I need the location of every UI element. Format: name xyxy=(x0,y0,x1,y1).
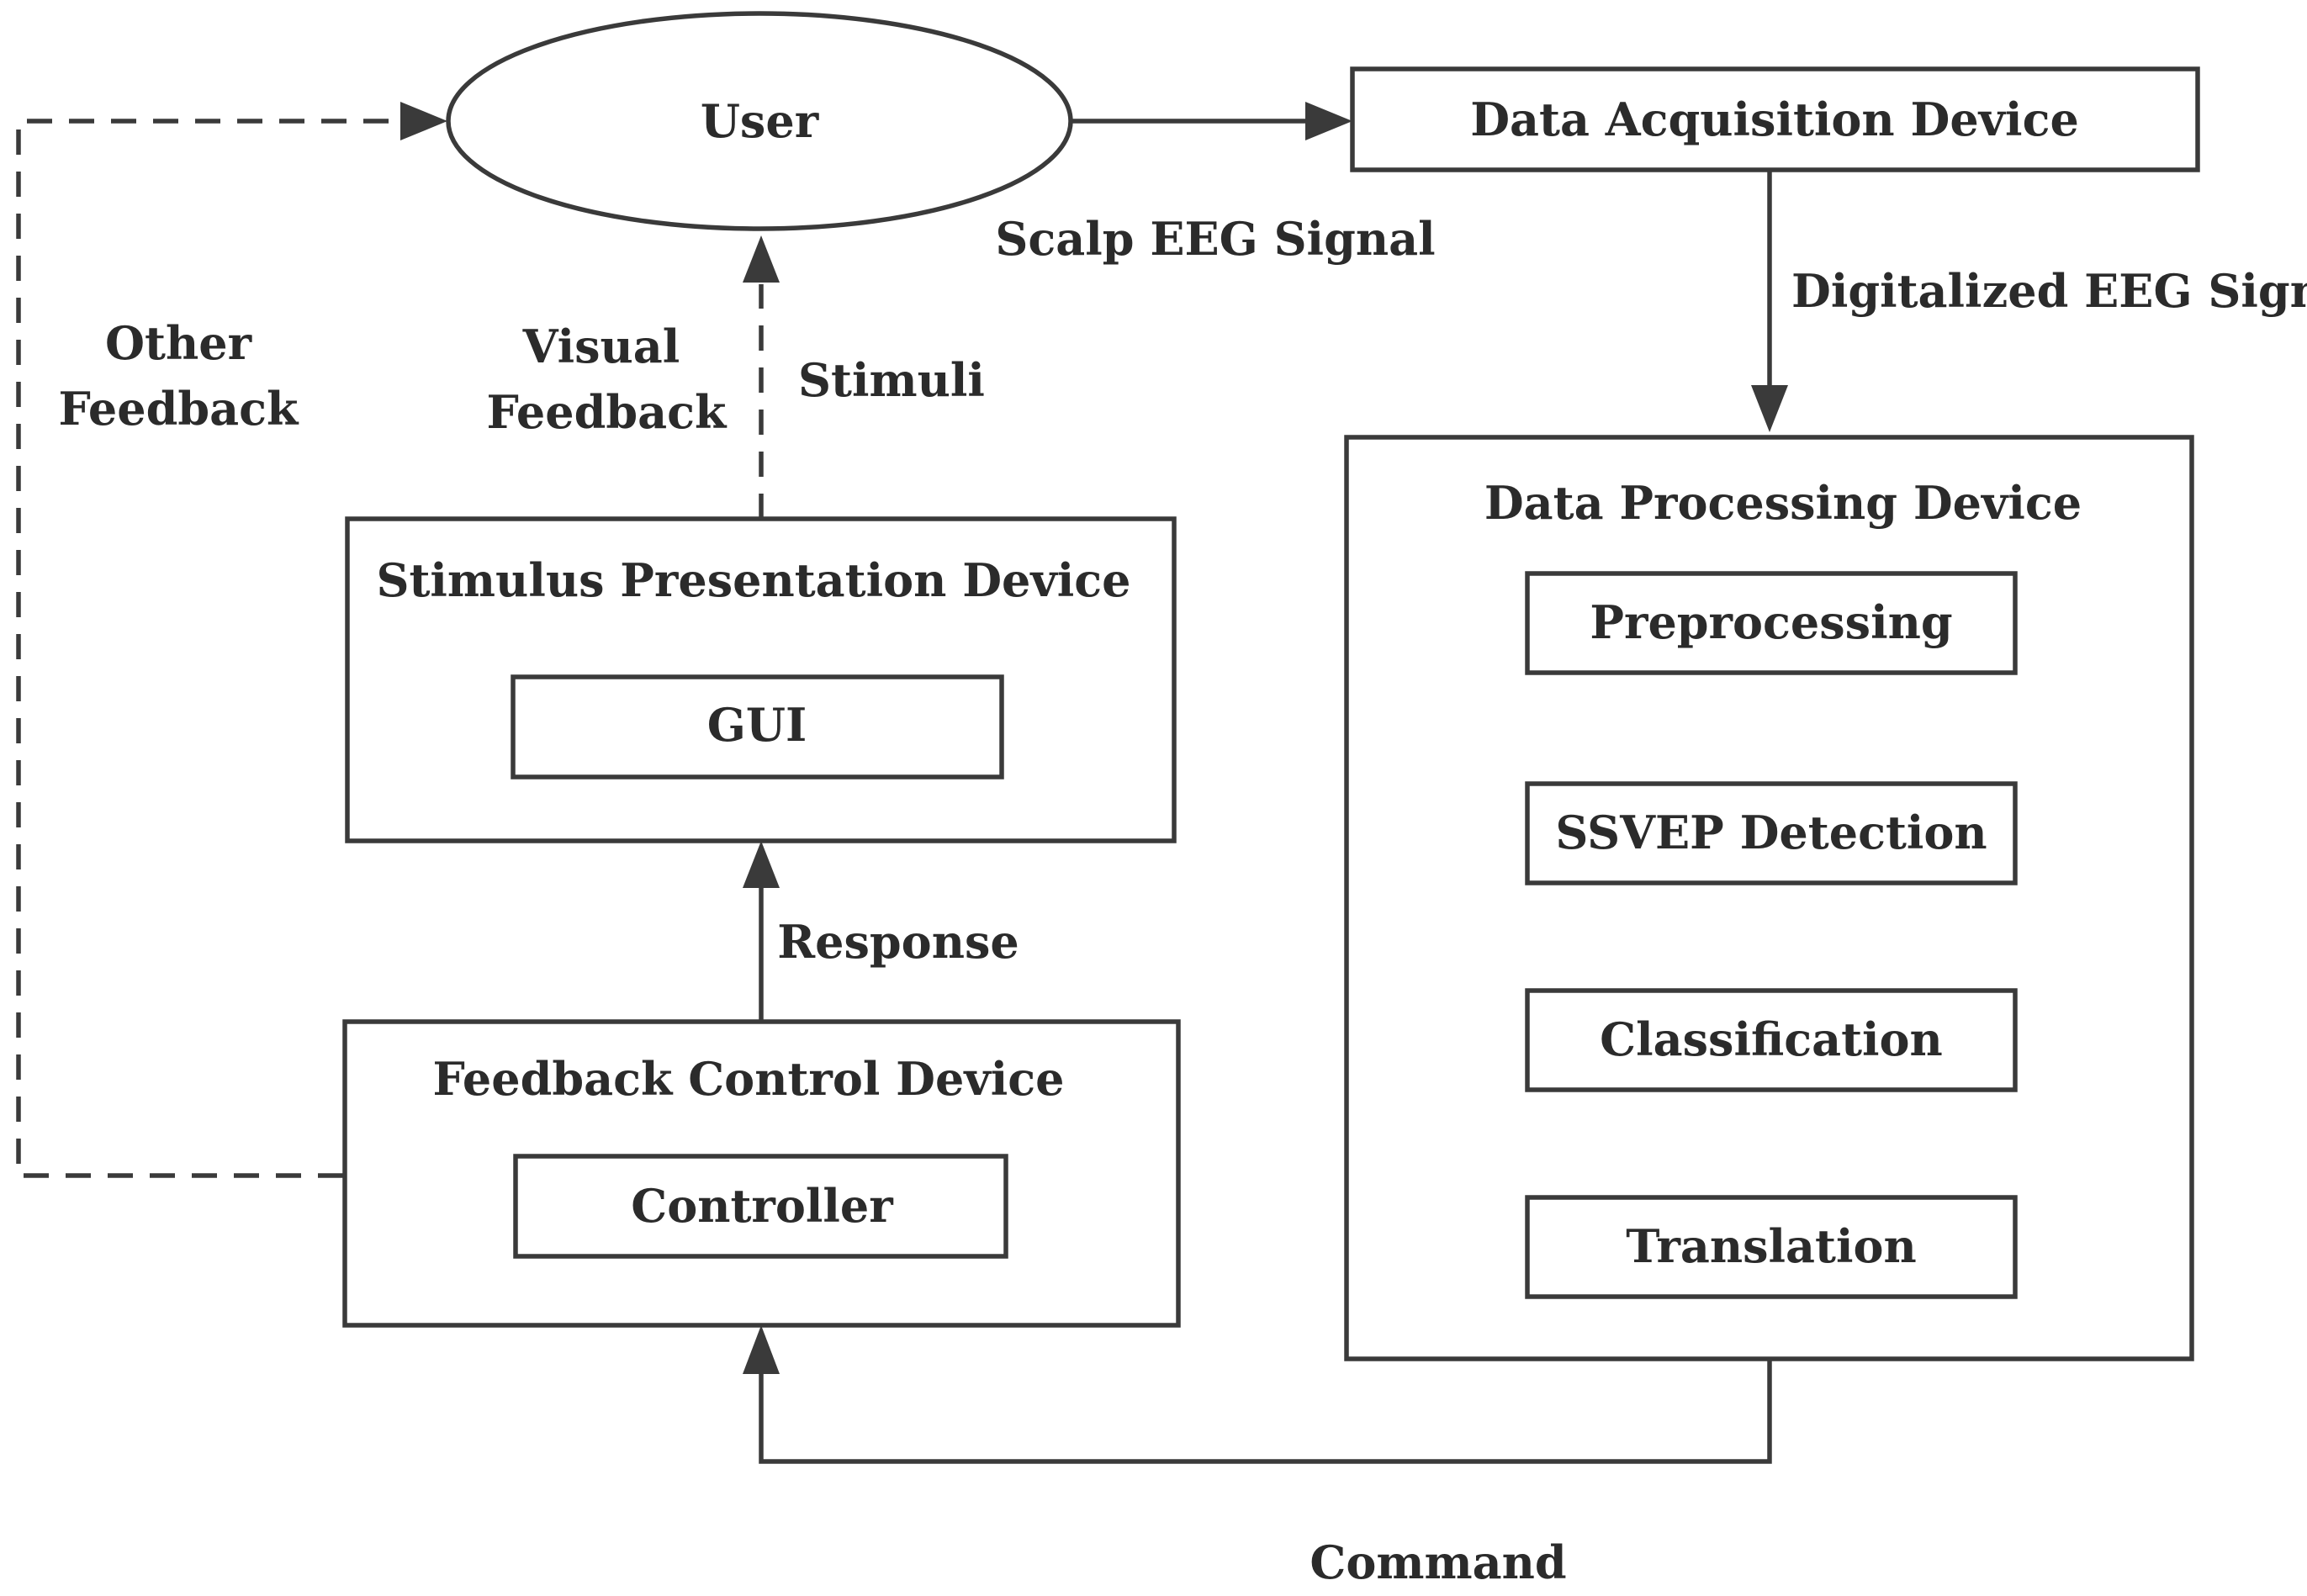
controller-box xyxy=(513,1154,1008,1259)
data-processing-device-label: Data Processing Device xyxy=(1484,476,2082,530)
translation-box xyxy=(1525,1195,2018,1299)
other-feedback-label-line1: Other xyxy=(105,316,252,370)
classification-box xyxy=(1525,988,2018,1092)
scalp-eeg-signal-label: Scalp EEG Signal xyxy=(995,212,1435,266)
stimuli-label: Stimuli xyxy=(798,353,985,407)
command-connector xyxy=(759,1359,1772,1464)
visual-feedback-label-line2: Feedback xyxy=(487,385,728,439)
digitalized-eeg-signal-label: Digitalized EEG Signal xyxy=(1791,264,2307,318)
digitalized-eeg-arrowhead xyxy=(1751,385,1788,432)
data-acquisition-device-box xyxy=(1350,66,2200,172)
command-arrowhead xyxy=(743,1325,780,1374)
response-label: Response xyxy=(777,915,1019,969)
user-node xyxy=(446,11,1073,231)
preprocessing-label: Preprocessing xyxy=(1590,595,1952,649)
controller-label: Controller xyxy=(631,1179,893,1233)
user-label: User xyxy=(701,94,819,148)
gui-box xyxy=(511,674,1004,780)
visual-feedback-label-line1: Visual xyxy=(522,320,680,373)
stimuli-arrowhead xyxy=(743,235,780,283)
other-feedback-connector xyxy=(16,119,404,1178)
translation-label: Translation xyxy=(1626,1219,1917,1273)
ssvep-detection-label: SSVEP Detection xyxy=(1555,806,1987,859)
response-arrowhead xyxy=(743,841,780,888)
classification-label: Classification xyxy=(1600,1012,1943,1066)
stimulus-presentation-device-label: Stimulus Presentation Device xyxy=(376,553,1130,607)
other-feedback-arrowhead xyxy=(400,102,447,140)
feedback-control-device-label: Feedback Control Device xyxy=(433,1052,1065,1106)
ssvep-detection-box xyxy=(1525,781,2018,885)
feedback-control-device-box xyxy=(342,1019,1181,1328)
gui-label: GUI xyxy=(707,698,807,752)
data-acquisition-device-label: Data Acquisition Device xyxy=(1470,92,2079,146)
other-feedback-label-line2: Feedback xyxy=(59,382,299,436)
command-label: Command xyxy=(1310,1535,1566,1589)
preprocessing-box xyxy=(1525,571,2018,675)
scalp-eeg-arrowhead xyxy=(1305,102,1352,140)
